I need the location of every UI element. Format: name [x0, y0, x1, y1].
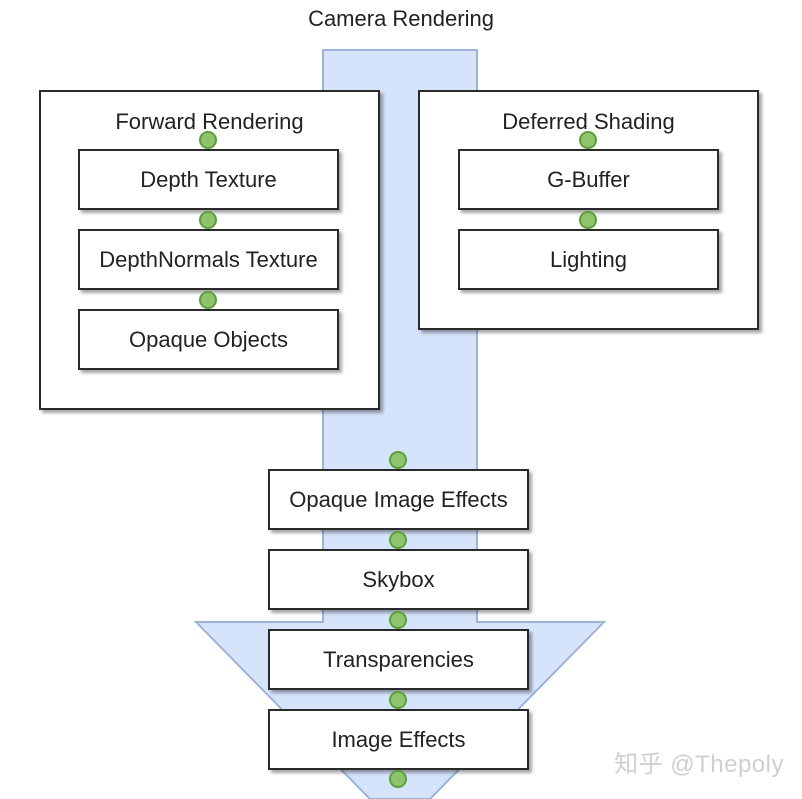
connector-dot	[389, 451, 407, 469]
transparencies-box: Transparencies	[268, 629, 529, 690]
skybox-box: Skybox	[268, 549, 529, 610]
opaque-objects-box: Opaque Objects	[78, 309, 339, 370]
connector-dot	[389, 691, 407, 709]
watermark: 知乎 @Thepoly	[614, 751, 784, 778]
connector-dot	[199, 131, 217, 149]
connector-dot	[199, 211, 217, 229]
deferred-shading-group: Deferred Shading	[418, 90, 759, 330]
connector-dot	[579, 211, 597, 229]
deferred-shading-label: Deferred Shading	[502, 109, 675, 134]
diagram-title: Camera Rendering	[308, 6, 494, 31]
connector-dot	[389, 770, 407, 788]
depth-texture-box: Depth Texture	[78, 149, 339, 210]
connector-dot	[389, 611, 407, 629]
forward-rendering-label: Forward Rendering	[115, 109, 304, 134]
opaque-image-effects-box: Opaque Image Effects	[268, 469, 529, 530]
connector-dot	[579, 131, 597, 149]
g-buffer-box: G-Buffer	[458, 149, 719, 210]
connector-dot	[389, 531, 407, 549]
image-effects-box: Image Effects	[268, 709, 529, 770]
connector-dot	[199, 291, 217, 309]
lighting-box: Lighting	[458, 229, 719, 290]
depthnormals-texture-box: DepthNormals Texture	[78, 229, 339, 290]
